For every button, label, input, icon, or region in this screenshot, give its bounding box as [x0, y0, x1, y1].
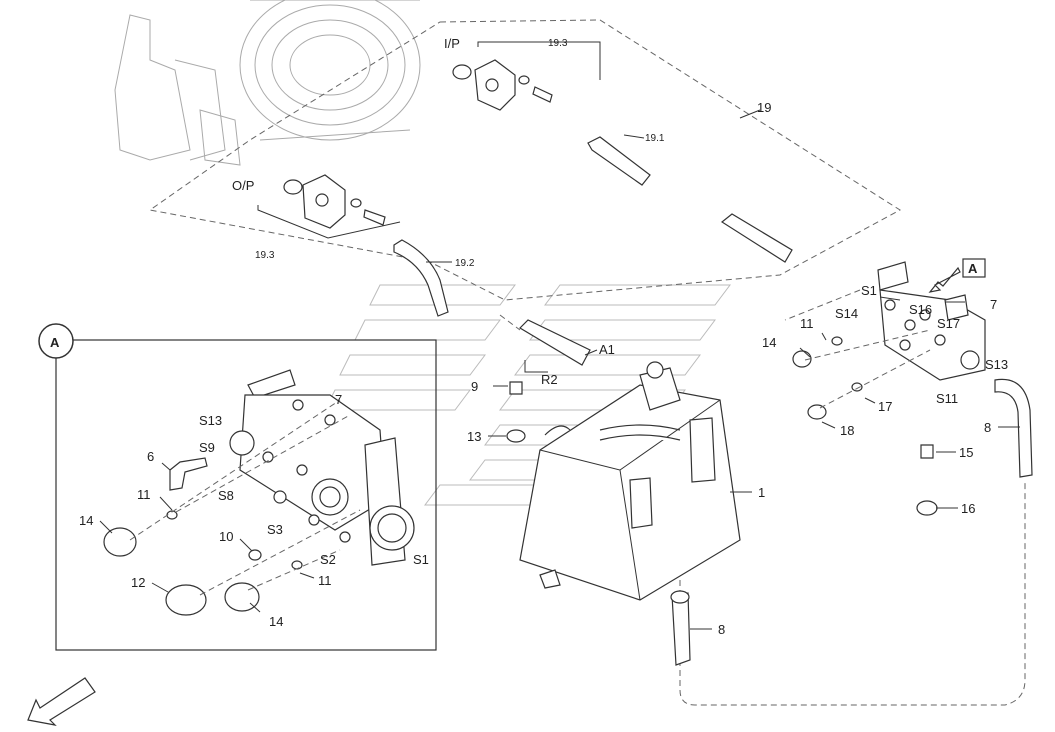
label-1: 1 [758, 485, 765, 500]
label-17: 17 [878, 399, 892, 414]
fitting-11-right [831, 336, 843, 346]
label-s8: S8 [218, 488, 234, 503]
detail-marker-a [38, 323, 74, 359]
fitting-9 [509, 381, 523, 395]
label-10: 10 [219, 529, 233, 544]
hose-19 [720, 213, 793, 263]
label-s13-right: S13 [985, 357, 1008, 372]
label-7-right: 7 [990, 297, 997, 312]
view-a-box [962, 258, 986, 278]
hose-8-right [994, 378, 1033, 478]
label-s14: S14 [835, 306, 858, 321]
fitting-11-detail-b [291, 560, 303, 570]
plug-14-detail-a [103, 527, 137, 557]
valve-block-right [877, 261, 986, 381]
label-s17: S17 [937, 316, 960, 331]
label-19-3-bottom: 19.3 [255, 250, 275, 261]
label-s13-detail: S13 [199, 413, 222, 428]
fitting-6 [169, 457, 208, 491]
return-line-dashed [679, 480, 1026, 706]
label-19-2: 19.2 [455, 258, 475, 269]
label-6: 6 [147, 449, 154, 464]
hose-a1 [519, 319, 591, 366]
label-ip: I/P [444, 36, 460, 51]
label-s11: S11 [936, 391, 958, 406]
label-19-1: 19.1 [645, 133, 665, 144]
valve-block-detail [229, 369, 415, 566]
fitting-10 [248, 549, 262, 561]
label-s1-right: S1 [861, 283, 877, 298]
label-14-detail-b: 14 [269, 614, 283, 629]
fitting-15 [920, 444, 934, 459]
label-s1-detail: S1 [413, 552, 429, 567]
leader-dashed-a [784, 289, 861, 321]
label-s2: S2 [320, 552, 336, 567]
label-detail-a: A [50, 335, 60, 350]
label-15: 15 [959, 445, 973, 460]
label-14-detail-a: 14 [79, 513, 93, 528]
fitting-8-lower [670, 590, 690, 604]
plug-14-right [792, 350, 812, 368]
hose-8-lower [671, 592, 691, 666]
label-view-a-box-text: A [968, 261, 978, 276]
label-op: O/P [232, 178, 254, 193]
hydraulic-tank [519, 361, 741, 601]
label-14-right: 14 [762, 335, 776, 350]
label-8-right: 8 [984, 420, 991, 435]
label-19-3-top: 19.3 [548, 38, 568, 49]
label-19: 19 [757, 100, 771, 115]
hose-19-1 [587, 136, 651, 186]
label-9: 9 [471, 379, 478, 394]
hose-19-2 [393, 239, 449, 317]
fitting-17 [851, 382, 863, 392]
cap-16 [916, 500, 938, 516]
label-8-lower: 8 [718, 622, 725, 637]
label-r2: R2 [541, 372, 558, 387]
label-11-detail-a: 11 [137, 487, 151, 502]
direction-arrow [27, 677, 96, 726]
fan-shroud-ghost [114, 0, 421, 166]
leader-dashed-b [499, 314, 521, 331]
label-s16: S16 [909, 302, 932, 317]
label-18: 18 [840, 423, 854, 438]
label-13: 13 [467, 429, 481, 444]
arrow-to-valve [928, 266, 961, 293]
label-s9: S9 [199, 440, 215, 455]
leader-lines [99, 41, 1020, 630]
cap-13 [506, 429, 526, 443]
label-11-right: 11 [800, 316, 814, 331]
label-7-detail: 7 [335, 392, 342, 407]
label-s3: S3 [267, 522, 283, 537]
outlet-flange-group [283, 174, 386, 229]
plug-12 [165, 584, 207, 616]
cap-18 [807, 404, 827, 420]
label-11-detail-b: 11 [318, 573, 332, 588]
label-a1: A1 [599, 342, 615, 357]
detail-frame-a [55, 339, 437, 651]
label-16: 16 [961, 501, 975, 516]
inlet-flange-group [452, 59, 553, 111]
label-12: 12 [131, 575, 145, 590]
